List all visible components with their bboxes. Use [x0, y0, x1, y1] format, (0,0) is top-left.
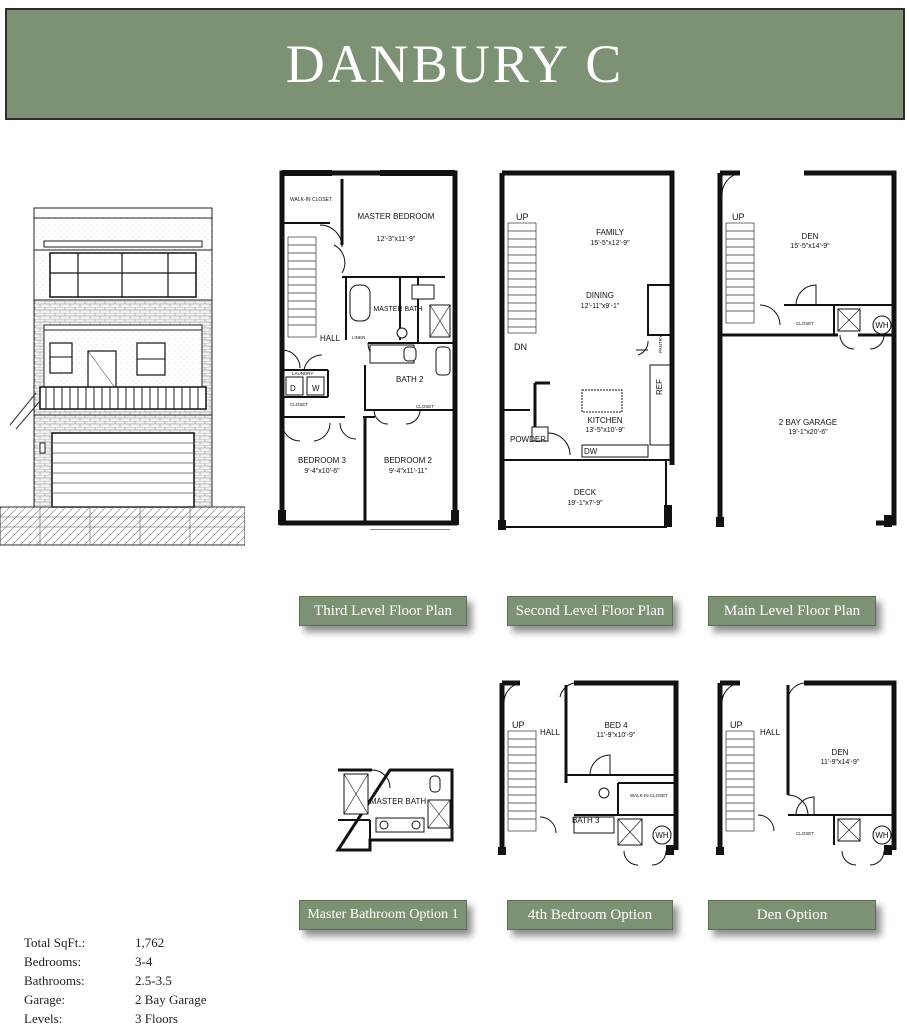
stat-label: Bedrooms: — [24, 953, 82, 969]
fourth-wh-label: WH — [655, 831, 669, 840]
stat-value: 1,762 — [135, 934, 165, 950]
second-level-label[interactable]: Second Level Floor Plan — [507, 596, 673, 626]
stat-value: 3-4 — [135, 953, 153, 969]
stat-value: 2 Bay Garage — [135, 991, 207, 1007]
den-den-dim: 11'-9"x14'-9" — [821, 759, 860, 766]
elevation-ground — [0, 506, 245, 546]
stat-value: 2.5-3.5 — [135, 972, 172, 988]
second-dn-label: DN — [514, 342, 527, 352]
second-kitchen-label: KITCHEN — [587, 416, 622, 425]
third-level-label[interactable]: Third Level Floor Plan — [299, 596, 467, 626]
master-bath-option-label[interactable]: Master Bathroom Option 1 — [299, 900, 467, 930]
third-laundry-closet-label: CLOSET — [290, 402, 308, 407]
stat-label: Garage: — [24, 991, 66, 1007]
fourth-up-label: UP — [512, 720, 525, 730]
third-bath2-label: BATH 2 — [396, 375, 424, 384]
third-washer-label: W — [312, 384, 320, 393]
second-kitchen-dim: 13'-5"x10'-9" — [585, 427, 625, 434]
second-ref-label: REF — [655, 379, 664, 395]
third-level-floor-plan: WALK-IN CLOSET MASTER BEDROOM 12'-3"x11'… — [278, 170, 459, 530]
third-master-bedroom-dim: 12'-3"x11'-9" — [377, 236, 416, 243]
second-family-label: FAMILY — [596, 228, 625, 237]
stat-bedrooms: Bedrooms: 3-4 — [24, 952, 206, 971]
fourth-hall-label: HALL — [540, 728, 561, 737]
main-garage-dim: 19'-1"x20'-6" — [788, 429, 828, 436]
second-deck-label: DECK — [574, 488, 597, 497]
den-option-label[interactable]: Den Option — [708, 900, 876, 930]
stat-label: Levels: — [24, 1010, 63, 1026]
third-bedroom3-dim: 9'-4"x10'-6" — [304, 468, 340, 475]
elevation-window-left — [49, 342, 73, 374]
elevation-balcony — [39, 386, 207, 410]
second-family-dim: 15'-5"x12'-9" — [590, 240, 630, 247]
third-dryer-label: D — [290, 384, 296, 393]
den-hall-label: HALL — [760, 728, 781, 737]
second-pantry-label: PANTRY — [658, 335, 663, 353]
fourth-bedroom-option-label[interactable]: 4th Bedroom Option — [507, 900, 673, 930]
den-option-plan: UP HALL DEN 11'-9"x14'-9" CLOSET WH — [716, 680, 897, 866]
elevation-garage-door — [51, 432, 195, 508]
second-powder-label: POWDER — [510, 435, 546, 444]
third-master-bedroom-label: MASTER BEDROOM — [358, 212, 435, 221]
stat-label: Bathrooms: — [24, 972, 85, 988]
third-bedroom2-label: BEDROOM 2 — [384, 456, 433, 465]
main-wh-label: WH — [875, 321, 889, 330]
third-bedroom3-label: BEDROOM 3 — [298, 456, 347, 465]
main-up-label: UP — [732, 212, 745, 222]
fourth-bed4-label: BED 4 — [604, 721, 628, 730]
second-dining-dim: 12'-11"x9'-1" — [581, 303, 620, 310]
elevation-parapet — [33, 207, 213, 219]
third-linen-label: LINEN — [352, 335, 365, 340]
second-dining-label: DINING — [586, 291, 614, 300]
stat-value: 3 Floors — [135, 1010, 178, 1026]
third-linen-closet-label: CLOSET — [416, 404, 434, 409]
elevation-window-upper — [49, 252, 197, 298]
fourth-bed4-dim: 11'-9"x10'-9" — [597, 732, 636, 739]
master-bath-option-plan: MASTER BATH — [335, 768, 454, 852]
second-deck-dim: 19'-1"x7'-9" — [567, 500, 603, 507]
third-walk-in-closet-label: WALK-IN CLOSET — [290, 197, 332, 203]
stat-label: Total SqFt.: — [24, 934, 86, 950]
den-wh-label: WH — [875, 831, 889, 840]
fourth-bedroom-option-plan: UP HALL BED 4 11'-9"x10'-9" WALK-IN CLOS… — [498, 680, 679, 866]
page-title: DANBURY C — [285, 34, 625, 94]
third-hall-label: HALL — [320, 334, 341, 343]
main-closet-label: CLOSET — [796, 321, 814, 326]
second-up-label: UP — [516, 212, 529, 222]
den-den-label: DEN — [832, 748, 849, 757]
third-bedroom2-dim: 9'-4"x11'-11" — [389, 468, 428, 475]
home-stats: Total SqFt.: 1,762 Bedrooms: 3-4 Bathroo… — [24, 933, 206, 1028]
second-level-floor-plan: UP DN FAMILY 15'-5"x12'-9" DINING 12'-11… — [498, 170, 675, 530]
third-master-bath-label: MASTER BATH — [373, 306, 422, 313]
stat-levels: Levels: 3 Floors — [24, 1009, 206, 1028]
front-elevation — [0, 207, 245, 546]
stat-total-sqft: Total SqFt.: 1,762 — [24, 933, 206, 952]
title-banner: DANBURY C — [5, 8, 905, 120]
mbo-master-bath-label: MASTER BATH — [370, 797, 427, 806]
den-closet-label: CLOSET — [796, 831, 814, 836]
main-den-dim: 15'-5"x14'-9" — [790, 243, 830, 250]
second-dw-label: DW — [584, 447, 598, 456]
fourth-walk-in-closet-label: WALK-IN CLOSET — [630, 793, 668, 798]
third-laundry-label: LAUNDRY — [292, 371, 313, 376]
stat-garage: Garage: 2 Bay Garage — [24, 990, 206, 1009]
main-level-floor-plan: UP DEN 15'-5"x14'-9" CLOSET WH 2 BAY GAR… — [716, 170, 897, 527]
stat-bathrooms: Bathrooms: 2.5-3.5 — [24, 971, 206, 990]
den-up-label: UP — [730, 720, 743, 730]
main-level-label[interactable]: Main Level Floor Plan — [708, 596, 876, 626]
fourth-bath3-label: BATH 3 — [572, 816, 600, 825]
main-den-label: DEN — [802, 232, 819, 241]
main-garage-label: 2 BAY GARAGE — [779, 418, 837, 427]
